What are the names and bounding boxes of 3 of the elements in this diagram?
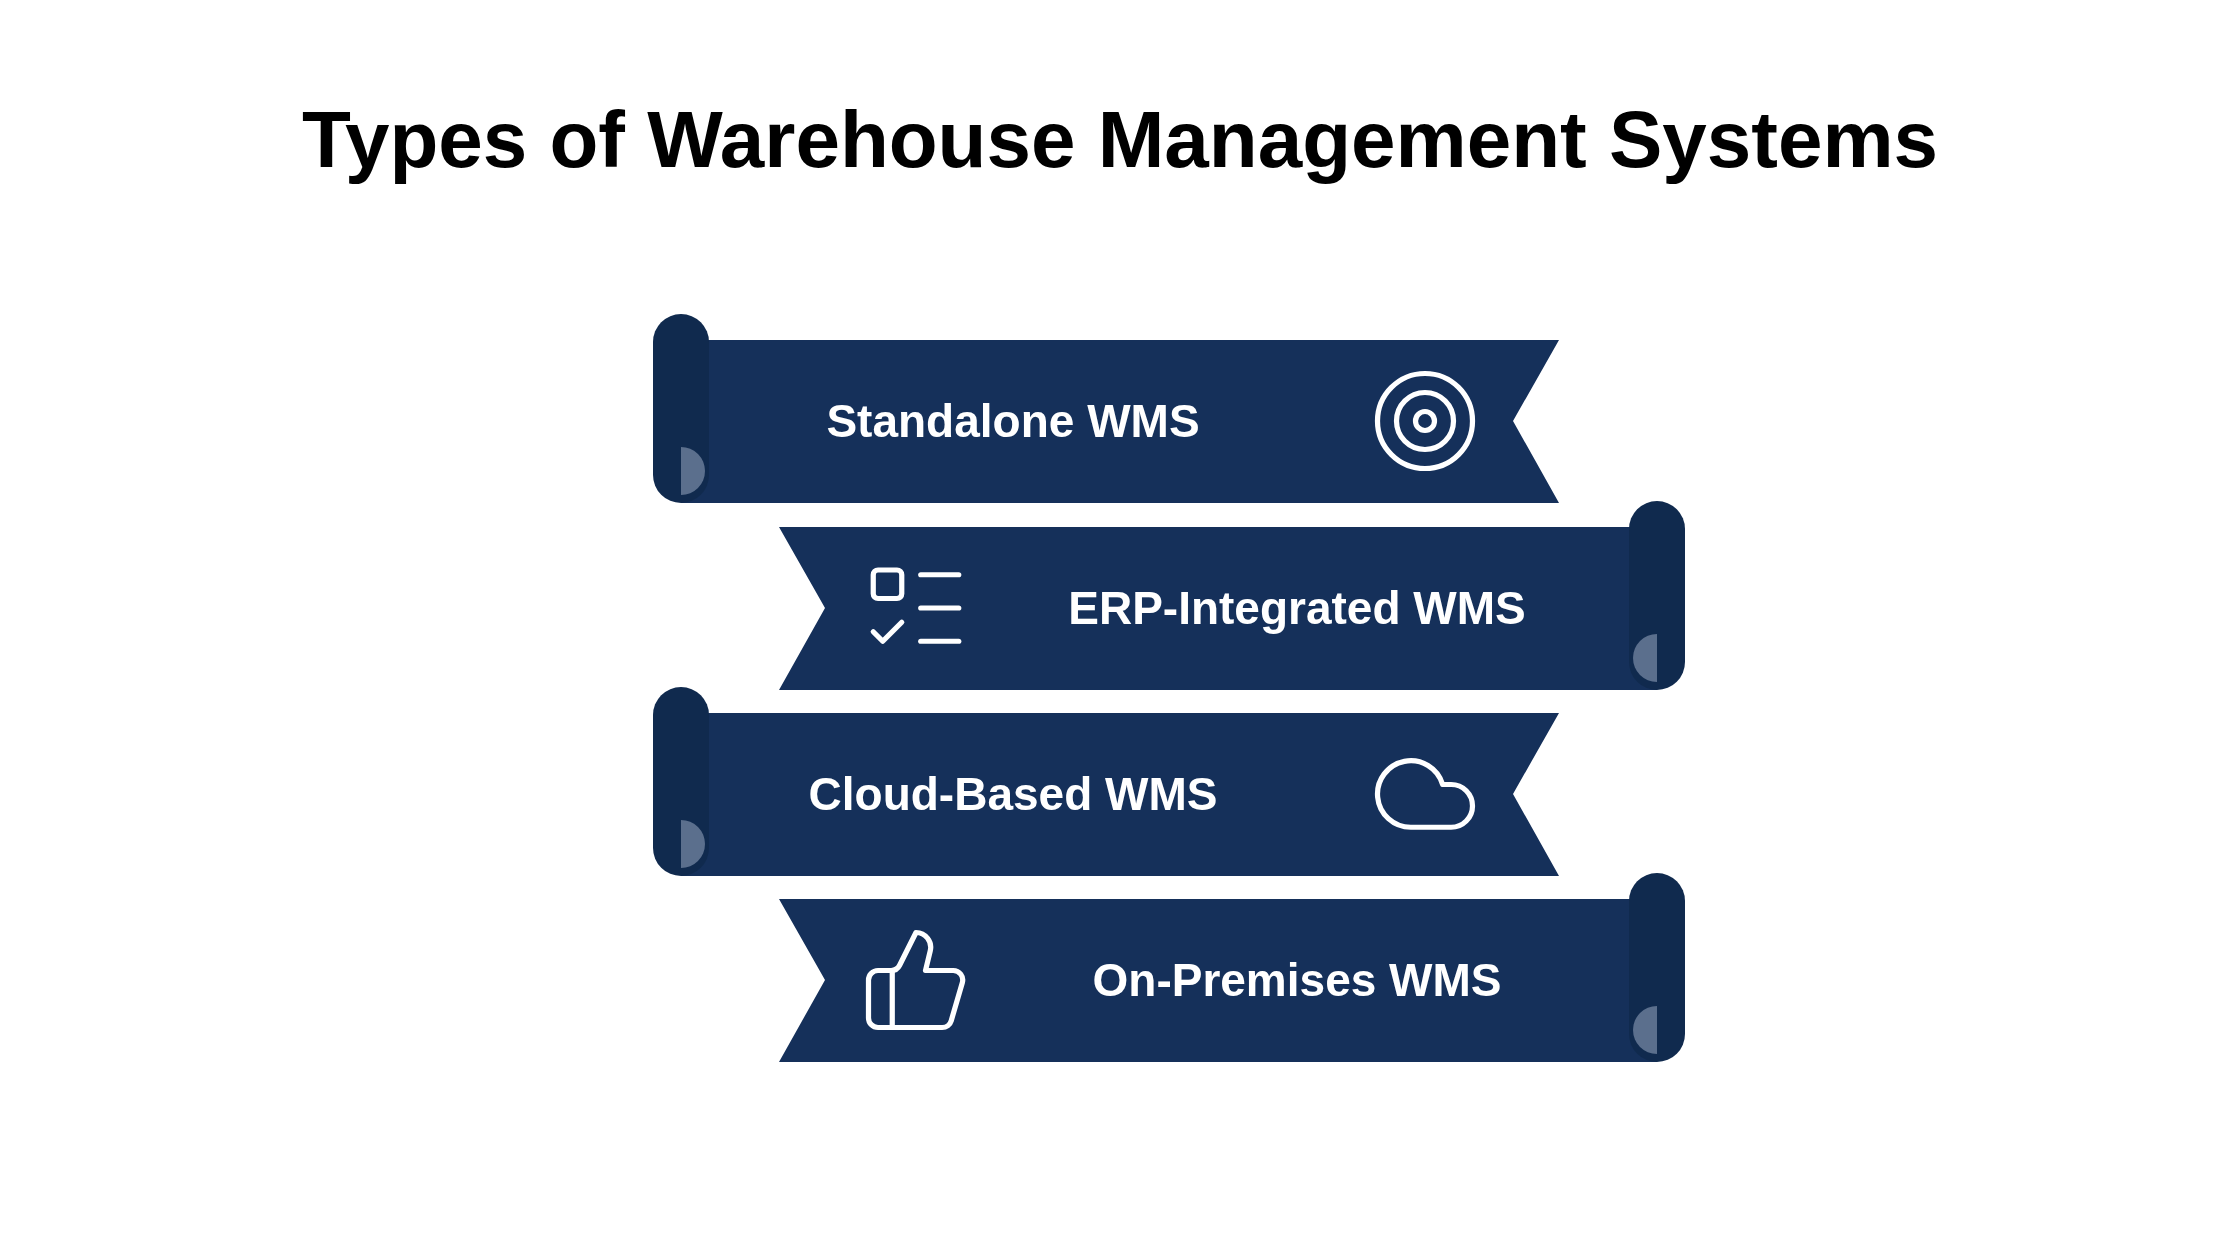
ribbon-label: Cloud-Based WMS — [808, 771, 1218, 817]
ribbon-label: On-Premises WMS — [1092, 957, 1502, 1003]
ribbon-label: Standalone WMS — [826, 398, 1200, 444]
